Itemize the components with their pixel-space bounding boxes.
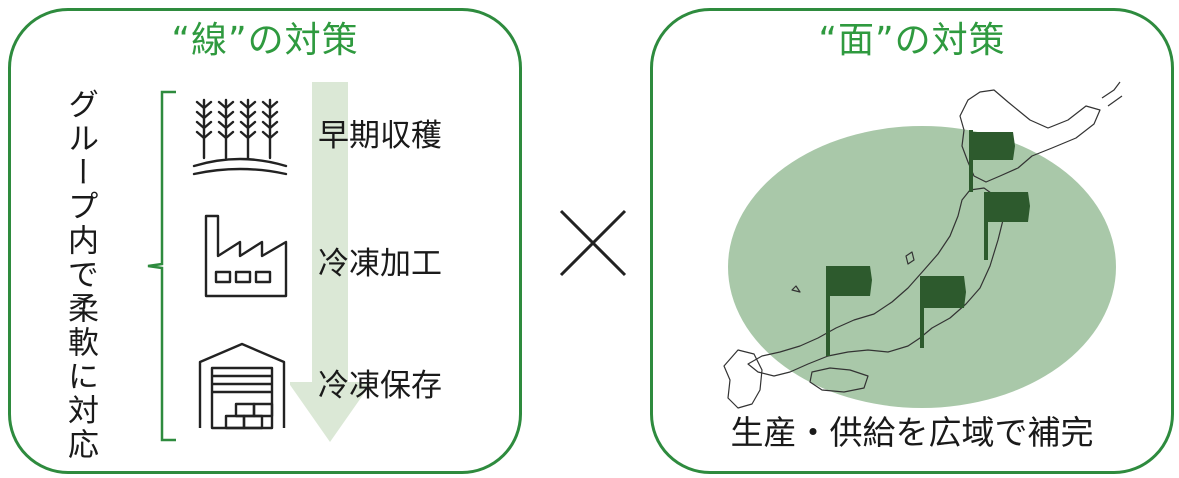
area-measures-caption: 生産・供給を広域で補完 [730, 413, 1094, 452]
multiplication-sign-icon [559, 209, 627, 277]
warehouse-icon [198, 342, 286, 430]
group-flexible-response-text: グループ内で柔軟に対応 [62, 88, 98, 462]
japan-outline-icon [723, 81, 1123, 409]
step-label-frozen-processing: 冷凍加工 [318, 246, 442, 282]
step-label-frozen-storage: 冷凍保存 [318, 368, 442, 404]
line-measures-title: “線”の対策 [171, 20, 359, 61]
flag-kanto [920, 276, 966, 348]
grouping-brace [147, 90, 176, 442]
process-flow-arrow [290, 82, 370, 442]
factory-icon [204, 214, 288, 298]
supply-area-ellipse [728, 126, 1116, 408]
flag-hokkaido [969, 130, 1015, 192]
production-site-flags [826, 130, 1030, 356]
line-measures-panel: “線”の対策 [8, 8, 522, 474]
japan-map [723, 81, 1123, 409]
flag-tohoku [984, 192, 1030, 260]
step-label-early-harvest: 早期収穫 [318, 118, 442, 154]
area-measures-title: “面”の対策 [818, 20, 1006, 61]
wheat-icon [192, 98, 288, 176]
flag-west [826, 266, 872, 356]
